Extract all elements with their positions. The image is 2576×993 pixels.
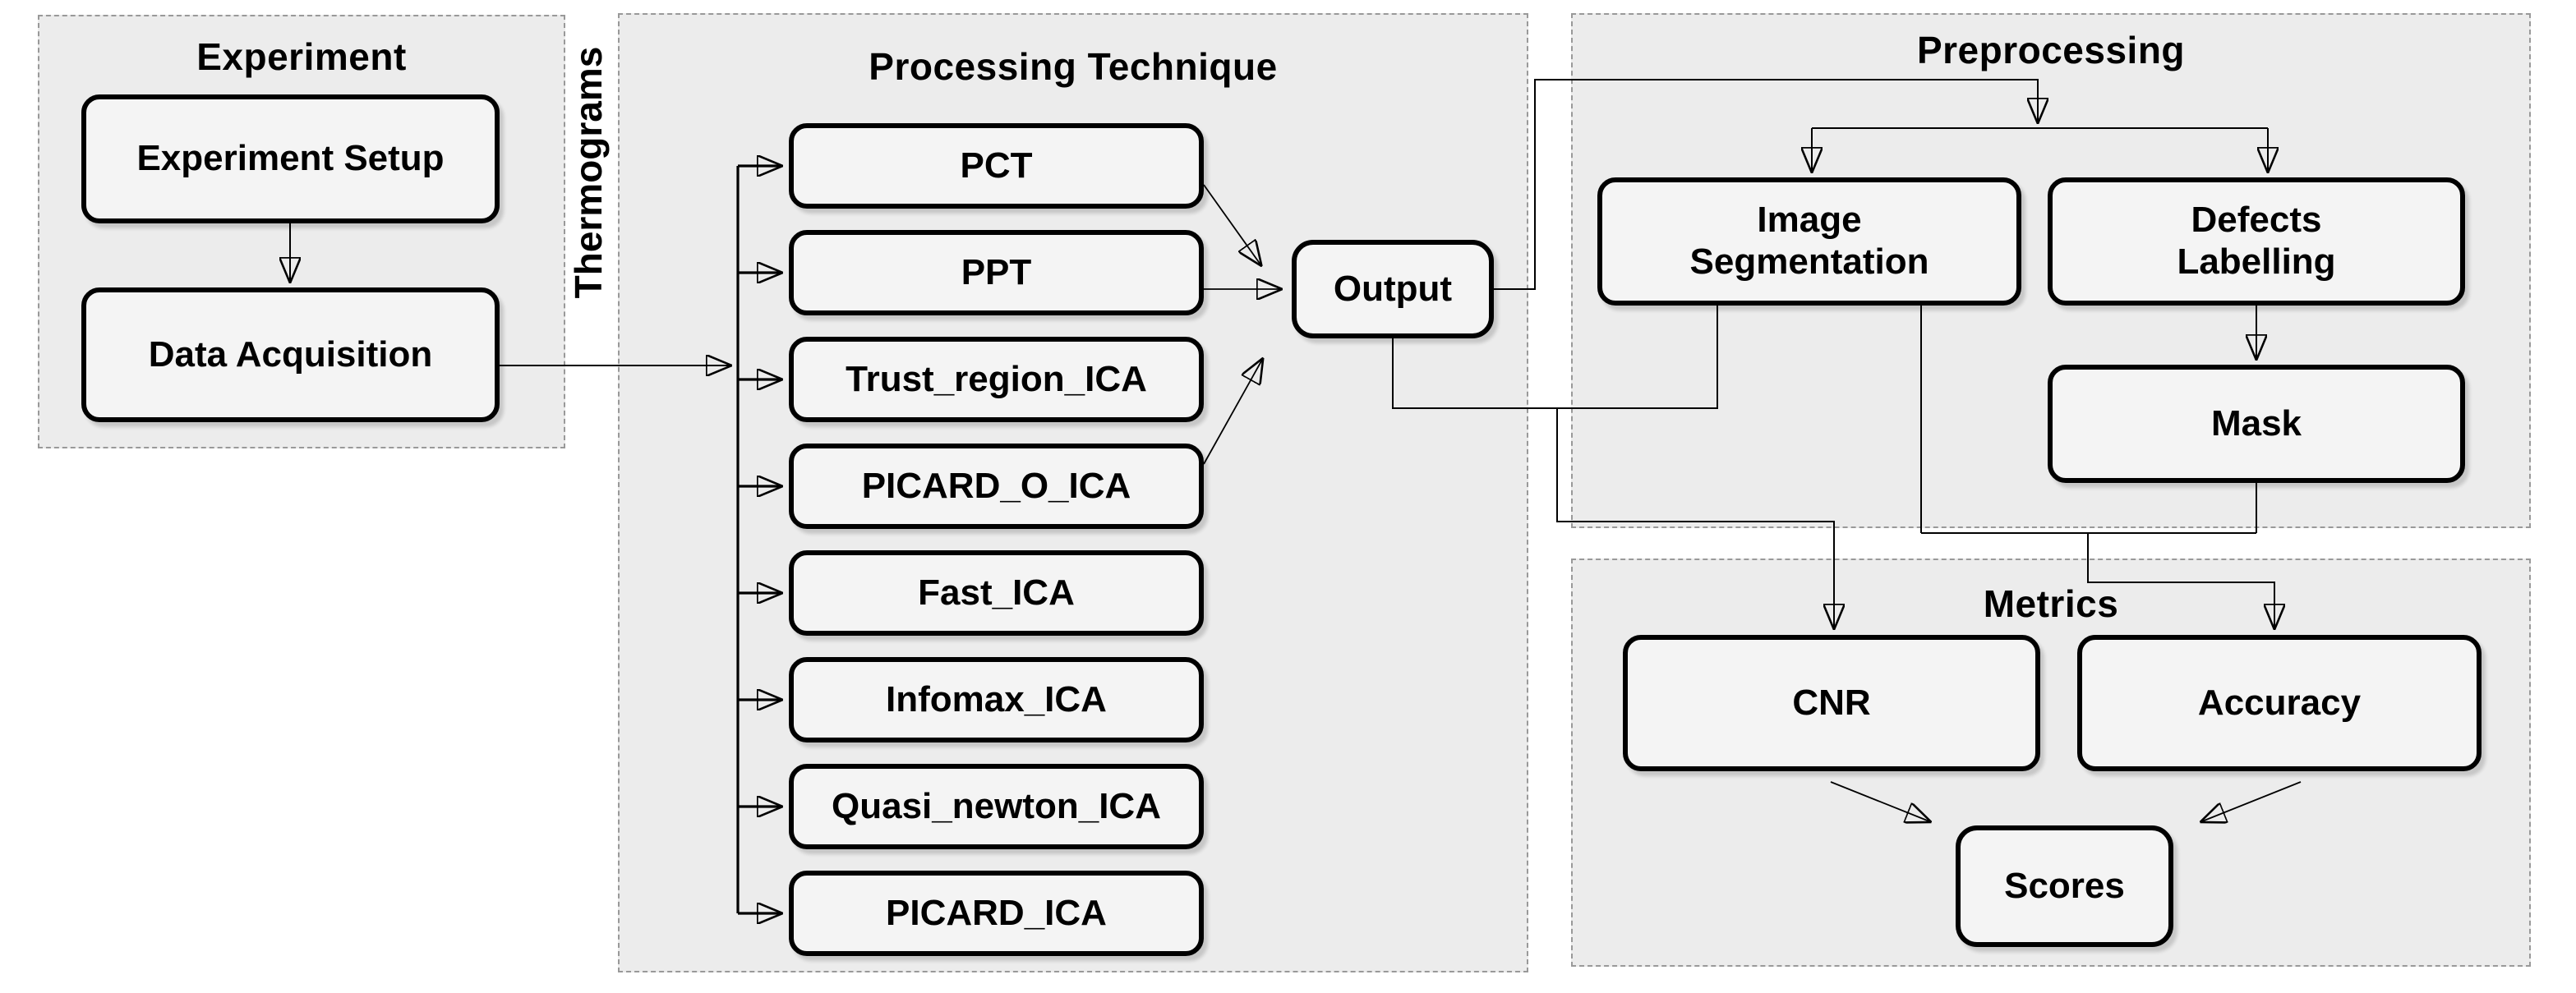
node-label: PPT (961, 251, 1032, 292)
node-label: Data Acquisition (148, 333, 433, 375)
group-title-preprocessing: Preprocessing (1916, 29, 2186, 71)
node-data-acquisition: Data Acquisition (81, 287, 500, 422)
edge-bus-to-cnr (1556, 408, 1834, 628)
node-pct: PCT (789, 123, 1204, 209)
node-label: Quasi_newton_ICA (832, 785, 1161, 826)
node-accuracy: Accuracy (2077, 635, 2482, 771)
node-label: Scores (2004, 865, 2125, 906)
node-label: PICARD_O_ICA (861, 465, 1131, 506)
node-label: Image Segmentation (1689, 200, 1929, 282)
edge-bus-to-accuracy (2087, 533, 2274, 628)
node-label: Defects Labelling (2177, 200, 2336, 282)
node-picard-ica: PICARD_ICA (789, 871, 1204, 956)
node-mask: Mask (2048, 365, 2465, 483)
node-label: CNR (1792, 682, 1871, 723)
edge-cnr-to-scores (1830, 781, 1929, 821)
group-title-metrics: Metrics (1983, 582, 2119, 625)
node-label: Accuracy (2197, 682, 2362, 723)
node-label: PICARD_ICA (886, 892, 1107, 933)
node-cnr: CNR (1623, 635, 2040, 771)
node-scores: Scores (1956, 825, 2173, 947)
node-defects-labelling: Defects Labelling (2048, 177, 2465, 306)
edge-label-thermograms: Thermograms (567, 46, 610, 299)
node-trust-region-ica: Trust_region_ICA (789, 337, 1204, 422)
node-image-segmentation: Image Segmentation (1597, 177, 2021, 306)
group-title-experiment: Experiment (196, 35, 407, 78)
node-experiment-setup: Experiment Setup (81, 94, 500, 223)
node-infomax-ica: Infomax_ICA (789, 657, 1204, 742)
node-fast-ica: Fast_ICA (789, 550, 1204, 636)
node-quasi-newton-ica: Quasi_newton_ICA (789, 764, 1204, 849)
node-label: Experiment Setup (136, 138, 445, 179)
node-label: Infomax_ICA (886, 678, 1107, 719)
node-label: Trust_region_ICA (846, 358, 1147, 399)
node-picard-o-ica: PICARD_O_ICA (789, 444, 1204, 529)
edge-output-image-segmentation-bus (1392, 306, 1718, 409)
edge-picard-o-ica-to-output (1203, 360, 1262, 465)
edge-pct-to-output (1203, 184, 1260, 264)
node-ppt: PPT (789, 230, 1204, 315)
edge-output-to-preprocessing (1494, 79, 2038, 290)
edge-accuracy-to-scores (2202, 781, 2302, 821)
node-output: Output (1292, 240, 1494, 338)
group-title-processing-technique: Processing Technique (869, 45, 1278, 88)
node-label: PCT (960, 145, 1033, 186)
node-label: Fast_ICA (918, 572, 1075, 613)
node-label: Output (1333, 268, 1453, 309)
node-label: Mask (2210, 402, 2302, 444)
